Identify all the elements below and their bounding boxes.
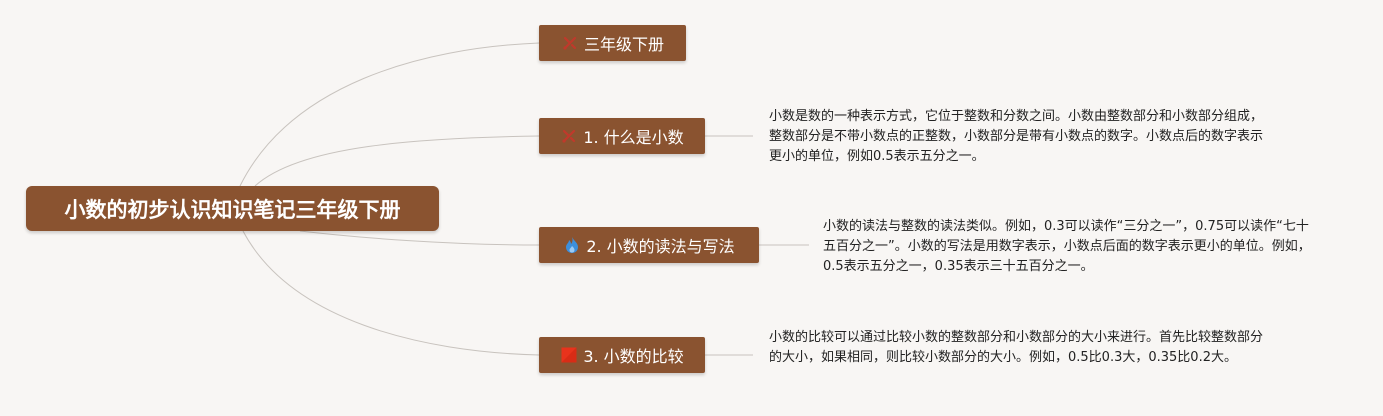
root-topic-label: 小数的初步认识知识笔记三年级下册 [64, 197, 401, 222]
connector-root-to-branch-2 [299, 230, 540, 246]
connector-root-to-branch-1 [254, 135, 540, 187]
branch-label: 1. 什么是小数 [583, 128, 684, 147]
hammer-icon [561, 34, 579, 52]
connector-root-to-branch-3 [242, 230, 540, 356]
branch-topic-grade[interactable]: 三年级下册 [539, 25, 686, 61]
note-reading-writing: 小数的读法与整数的读法类似。例如，0.3可以读作“三分之一”，0.75可以读作“… [823, 219, 1311, 274]
branch-topic-what-is-decimal[interactable]: 1. 什么是小数 [539, 118, 705, 154]
branch-label: 三年级下册 [583, 35, 664, 54]
hammer-icon [560, 127, 578, 145]
root-topic[interactable]: 小数的初步认识知识笔记三年级下册 [26, 186, 439, 231]
note-what-is-decimal: 小数是数的一种表示方式，它位于整数和分数之间。小数由整数部分和小数部分组成，整数… [769, 109, 1264, 164]
flag-icon [560, 346, 578, 364]
connector-root-to-branch-0 [239, 42, 540, 187]
branch-label: 2. 小数的读法与写法 [586, 237, 735, 256]
branch-label: 3. 小数的比较 [583, 347, 684, 366]
branch-topic-comparison[interactable]: 3. 小数的比较 [539, 337, 705, 373]
note-comparison: 小数的比较可以通过比较小数的整数部分和小数部分的大小来进行。首先比较整数部分的大… [769, 330, 1264, 365]
flame-icon [563, 236, 581, 254]
branch-topic-reading-writing[interactable]: 2. 小数的读法与写法 [539, 227, 759, 263]
